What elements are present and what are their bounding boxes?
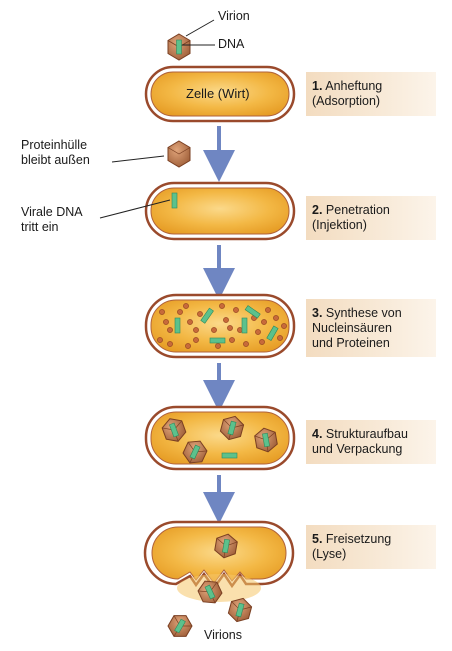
protein-particle [223,317,229,323]
step-5-title: Freisetzung [325,532,392,546]
virion-icon [197,580,223,604]
replicated-dna-group [174,305,279,344]
protein-particle [167,327,173,333]
protein-particle [197,311,203,317]
injected-dna-icon [171,192,178,209]
dna-icon [169,422,179,438]
lysed-host-cell-cytoplasm [151,526,287,584]
step-5-number: 5. [312,532,323,546]
viral-dna-pointer [99,199,171,219]
assembled-virions [161,415,278,464]
step-1-title: Anheftung [325,79,383,93]
protein-particle [193,337,199,343]
step-1-number: 1. [312,79,323,93]
virion-icon [182,440,208,464]
released-virions [167,533,253,637]
dna-label: DNA [218,37,245,51]
protein-coat-label-line-2: bleibt außen [21,153,90,167]
step-box-2: 2. Penetration (Injektion) [306,196,436,240]
virion-icon [161,418,187,442]
step-4-number: 4. [312,427,323,441]
protein-coat-label-line-1: Proteinhülle [21,138,88,152]
virion-pointer [185,19,215,37]
protein-particle [229,337,235,343]
protein-particle [219,303,225,309]
step-4-title: Strukturaufbau [325,427,408,441]
dna-icon [266,325,279,341]
step-2-subtitle: (Injektion) [312,218,367,232]
dna-icon [174,317,181,334]
step-box-1: 1. Anheftung (Adsorption) [306,72,436,116]
stage-2 [99,181,296,241]
protein-particle [159,309,165,315]
dna-icon [244,305,261,319]
dna-icon [204,584,216,600]
empty-capsid-icon [167,140,191,168]
step-3-number: 3. [312,306,323,320]
protein-particle [281,323,287,329]
host-cell-1-cytoplasm [150,71,290,117]
virion-icon [167,33,191,61]
step-3-title: Synthese von [325,306,402,320]
protein-particle [233,307,239,313]
protein-particle [277,335,283,341]
step-box-3: 3. Synthese von Nucleinsäuren und Protei… [306,299,436,357]
protein-particle [255,329,261,335]
step-box-5: 5. Freisetzung (Lyse) [306,525,436,569]
protein-particle [211,327,217,333]
protein-particle [183,303,189,309]
step-3-line-3: und Proteinen [312,336,390,350]
protein-particle [177,309,183,315]
virion-icon [214,533,238,559]
virion-label: Virion [218,9,250,23]
step-2-number: 2. [312,203,323,217]
step-3-line-2: Nucleinsäuren [312,321,392,335]
dna-icon [222,538,230,554]
protein-particle [265,307,271,313]
step-2-title: Penetration [325,203,390,217]
stage-4 [144,405,296,471]
protein-particle [163,319,169,325]
stage-5 [143,520,295,637]
protein-particles [157,303,287,349]
dna-icon [189,444,201,460]
dna-icon [227,420,237,436]
virion-icon [254,427,278,453]
protein-particle [167,341,173,347]
virions-label: Virions [204,628,242,642]
protein-particle [227,325,233,331]
step-box-4: 4. Strukturaufbau und Verpackung [306,420,436,464]
host-cell-2-cytoplasm [150,187,290,235]
stage-1 [144,19,296,123]
virion-icon [219,415,245,441]
step-5-subtitle: (Lyse) [312,547,347,561]
dna-icon [262,432,270,448]
protein-particle [261,319,267,325]
protein-particle [215,343,221,349]
protein-particle [193,327,199,333]
dna-icon [174,618,186,634]
dna-icon [176,39,182,55]
step-4-subtitle: und Verpackung [312,442,403,456]
viral-dna-label-line-1: Virale DNA [21,205,83,219]
step-1-subtitle: (Adsorption) [312,94,381,108]
protein-particle [157,337,163,343]
dna-icon [241,317,248,334]
dna-icon [235,602,245,618]
stage-3 [144,293,296,359]
virion-icon [227,597,253,623]
protein-particle [243,341,249,347]
dna-icon [200,307,214,324]
protein-particle [185,343,191,349]
dna-icon [221,452,238,459]
virion-icon [167,615,193,637]
protein-particle [187,319,193,325]
protein-coat-pointer [111,155,165,163]
dna-icon [209,337,226,344]
protein-particle [259,339,265,345]
viral-dna-label-line-2: tritt ein [21,220,59,234]
protein-particle [273,315,279,321]
cell-label: Zelle (Wirt) [186,86,250,101]
